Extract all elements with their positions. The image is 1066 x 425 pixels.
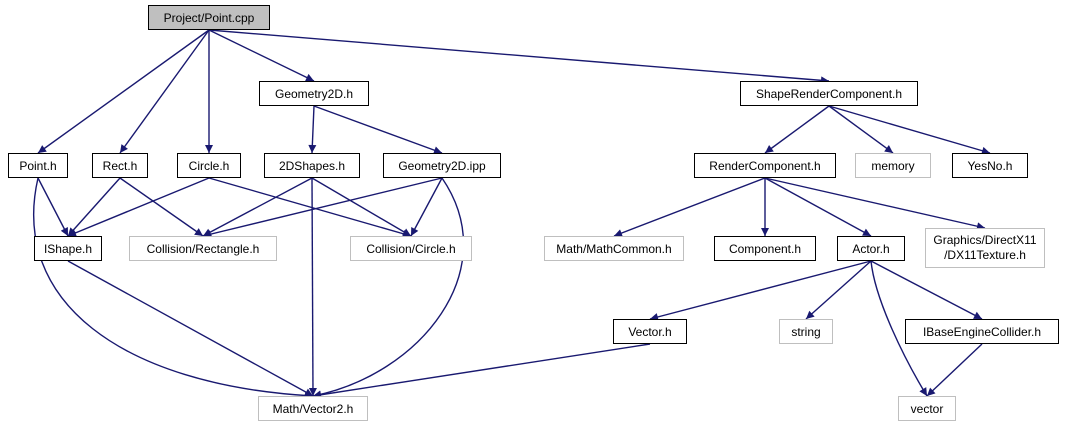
node-geometry2d-ipp[interactable]: Geometry2D.ipp — [383, 153, 501, 178]
node-point-h[interactable]: Point.h — [8, 153, 68, 178]
edge-shapes2d_h-to-coll_circle_h — [311, 177, 412, 237]
edge-actor_h-to-vector — [870, 260, 928, 397]
edge-rendercomp_h-to-dx11texture_h — [764, 177, 986, 231]
node-ishape-h[interactable]: IShape.h — [34, 236, 102, 261]
node-vector-h[interactable]: Vector.h — [613, 319, 687, 344]
edge-rendercomp_h-to-actor_h — [764, 177, 872, 237]
edges-layer — [33, 29, 991, 400]
node-memory: memory — [855, 153, 931, 178]
edge-shapes2d_h-to-coll_rect_h — [202, 177, 313, 237]
node-collision-circle-h: Collision/Circle.h — [350, 236, 472, 261]
edge-point_cpp-to-rect_h — [119, 29, 210, 154]
edge-ishape_h-to-vector2_h — [67, 260, 314, 397]
edge-point_cpp-to-point_h — [37, 29, 210, 154]
edge-point_cpp-to-geometry2d_h — [208, 29, 315, 82]
node-yesno-h[interactable]: YesNo.h — [952, 153, 1028, 178]
edge-shapes2d_h-to-vector2_h — [308, 177, 317, 397]
edge-rect_h-to-coll_rect_h — [119, 177, 204, 237]
edge-geometry2d_ipp-to-coll_circle_h — [410, 177, 443, 237]
edge-shaperender_h-to-yesno_h — [828, 105, 991, 155]
node-math-vector2-h: Math/Vector2.h — [258, 396, 368, 421]
node-vector: vector — [898, 396, 956, 421]
edge-rendercomp_h-to-mathcommon_h — [613, 177, 766, 237]
edge-geometry2d_ipp-to-coll_rect_h — [202, 177, 443, 239]
node-collision-rectangle-h: Collision/Rectangle.h — [129, 236, 277, 261]
node-math-mathcommon-h: Math/MathCommon.h — [544, 236, 684, 261]
node-shaperendercomponent-h[interactable]: ShapeRenderComponent.h — [740, 81, 918, 106]
edge-shaperender_h-to-rendercomp_h — [764, 105, 830, 154]
edge-geometry2d_ipp-to-vector2_h — [312, 177, 464, 399]
edge-actor_h-to-ibaseengine_h — [870, 260, 983, 320]
edge-point_h-to-vector2_h — [33, 177, 314, 400]
node-geometry2d-h[interactable]: Geometry2D.h — [259, 81, 369, 106]
edge-circle_h-to-ishape_h — [67, 177, 210, 237]
node-dx11texture-h: Graphics/DirectX11 /DX11Texture.h — [925, 228, 1045, 268]
edge-geometry2d_h-to-geometry2d_ipp — [313, 105, 443, 154]
edge-point_h-to-ishape_h — [37, 177, 69, 237]
edge-actor_h-to-string — [805, 260, 872, 320]
node-string: string — [779, 319, 833, 344]
node-actor-h[interactable]: Actor.h — [837, 236, 905, 261]
edge-rect_h-to-ishape_h — [67, 177, 121, 237]
edge-circle_h-to-coll_circle_h — [208, 177, 412, 238]
edge-vector_h-to-vector2_h — [312, 343, 651, 399]
edge-geometry2d_h-to-shapes2d_h — [308, 105, 317, 154]
edge-actor_h-to-vector_h — [649, 260, 872, 321]
node-circle-h[interactable]: Circle.h — [177, 153, 241, 178]
node-component-h[interactable]: Component.h — [714, 236, 816, 261]
edge-point_cpp-to-shaperender_h — [208, 29, 830, 85]
node-rect-h[interactable]: Rect.h — [92, 153, 148, 178]
node-ibaseenginecollider-h[interactable]: IBaseEngineCollider.h — [905, 319, 1059, 344]
node-rendercomponent-h[interactable]: RenderComponent.h — [694, 153, 836, 178]
node-2dshapes-h[interactable]: 2DShapes.h — [264, 153, 360, 178]
edge-ibaseengine_h-to-vector — [926, 343, 983, 397]
edge-shaperender_h-to-memory — [828, 105, 894, 154]
node-project-point-cpp: Project/Point.cpp — [148, 5, 270, 30]
